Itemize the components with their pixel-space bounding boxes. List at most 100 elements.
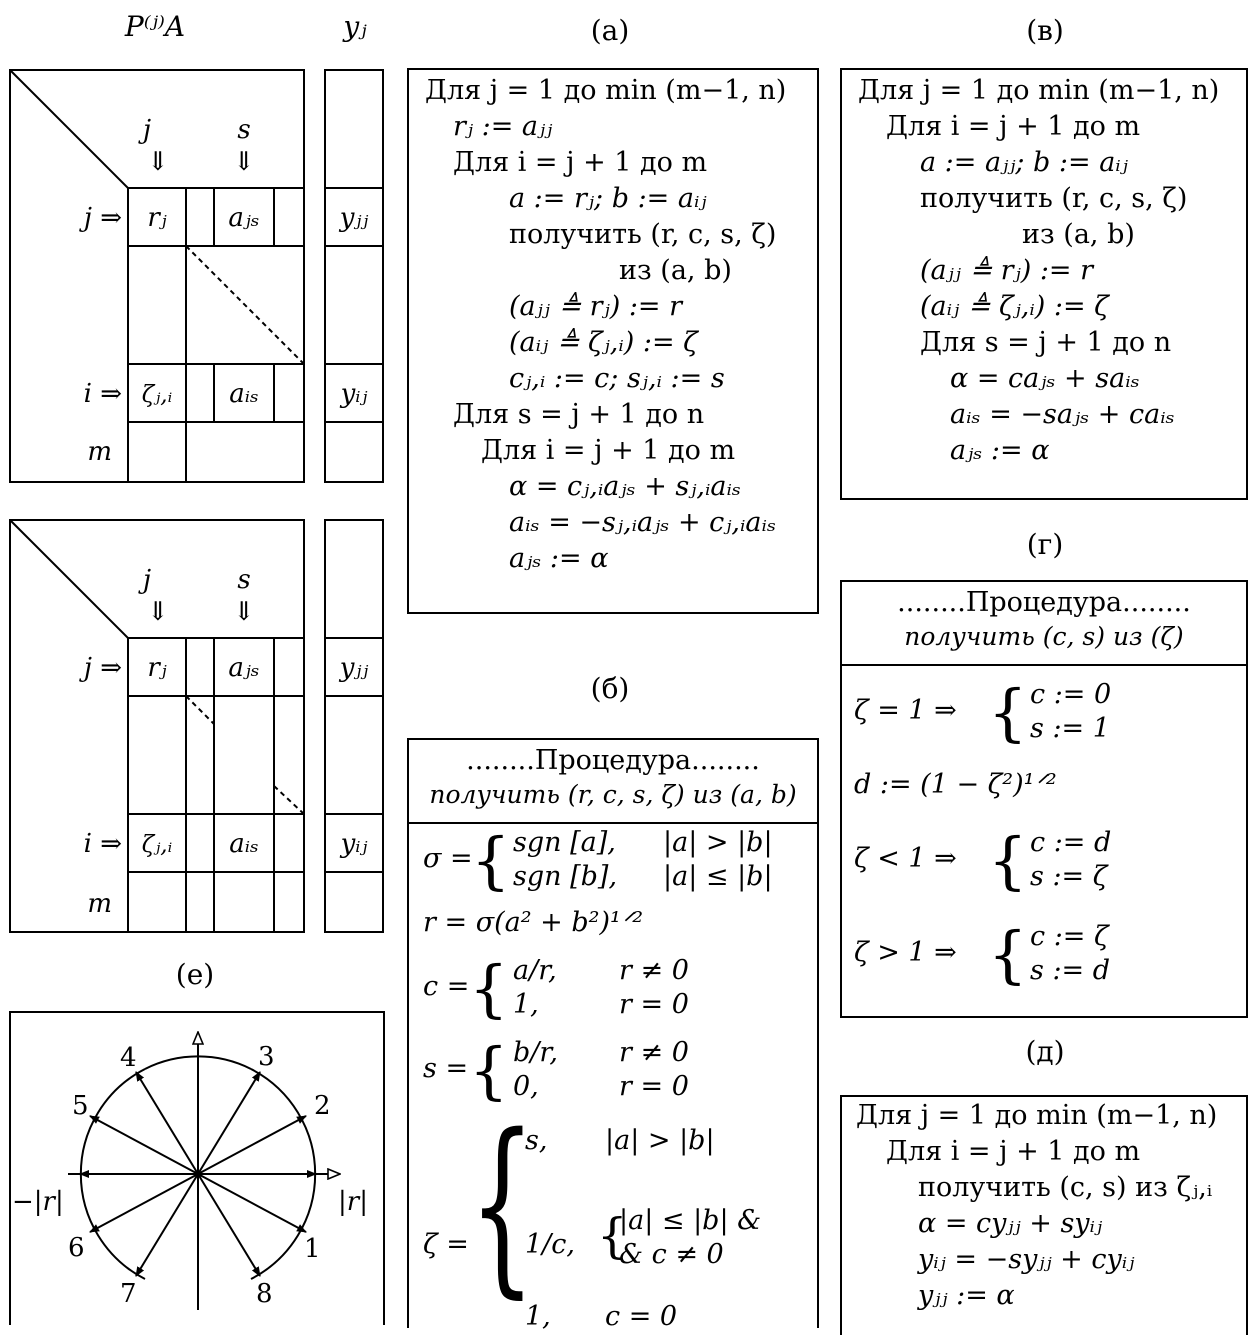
case3-b: s := d [1030, 955, 1111, 986]
zeta-cond-1: |a| > |b| [605, 1125, 715, 1156]
c-lhs: c = [423, 971, 470, 1002]
algo-line: Для s = j + 1 до n [920, 327, 1172, 358]
vector-a-frame [324, 69, 384, 483]
row-i-label: i ⇒ [84, 379, 122, 409]
label-7: 7 [120, 1279, 137, 1309]
label-4: 4 [120, 1043, 137, 1073]
algo-line: α = caⱼₛ + saᵢₛ [950, 363, 1140, 394]
algo-line: a := rⱼ; b := aᵢⱼ [509, 183, 707, 214]
matrix-b-frame [9, 519, 305, 933]
row-j-label: j ⇒ [79, 203, 122, 233]
matrix-column-heading: P⁽ʲ⁾A [124, 10, 186, 43]
algo-line: Для j = 1 до min (m−1, n) [856, 1100, 1218, 1131]
label-neg-r: −|r| [12, 1187, 64, 1217]
cell-y-ij: yᵢⱼ [340, 379, 368, 409]
case1-a: c := 0 [1030, 679, 1112, 710]
case1-b: s := 1 [1030, 713, 1110, 744]
col-j-arrow: ⇓ [147, 597, 169, 627]
cell-y-jj: yⱼⱼ [339, 203, 369, 233]
algo-line: из (a, b) [619, 255, 732, 286]
algo-line: yᵢⱼ = −syⱼⱼ + cyᵢⱼ [918, 1244, 1135, 1275]
algo-line: cⱼ,ᵢ := c; sⱼ,ᵢ := s [509, 363, 725, 394]
c-cond-2: r = 0 [619, 989, 689, 1020]
algo-line: (aⱼⱼ ≜ rⱼ) := r [920, 255, 1094, 286]
procedure-b-box: ........Процедура........ получить (r, c… [407, 738, 819, 1332]
c-case-1: a/r, [513, 955, 557, 986]
algo-line: получить (r, c, s, ζ) [509, 219, 777, 250]
case1-lhs: ζ = 1 ⇒ [854, 695, 957, 726]
vector-column-heading: yⱼ [343, 10, 367, 43]
algo-line: a := aⱼⱼ; b := aᵢⱼ [920, 147, 1128, 178]
matrix-diagrams: j ⇓ s ⇓ j ⇒ rⱼ aⱼₛ yⱼⱼ i ⇒ ζⱼ,ᵢ aᵢₛ yᵢⱼ … [9, 69, 384, 933]
cell-r-j: rⱼ [147, 653, 166, 683]
algo-line: из (a, b) [1022, 219, 1135, 250]
s-cond-1: r ≠ 0 [619, 1037, 689, 1068]
col-j-label: j [138, 115, 151, 145]
algo-line: получить (c, s) из ζⱼ,ᵢ [918, 1172, 1213, 1203]
arc-top [144, 1055, 252, 1070]
s-case-2: 0, [513, 1071, 539, 1102]
procedure-b-subtitle: получить (r, c, s, ζ) из (a, b) [429, 780, 797, 809]
zeta-cond-2b: & c ≠ 0 [619, 1239, 724, 1270]
cell-a-is: aᵢₛ [229, 379, 259, 409]
c-cond-1: r ≠ 0 [619, 955, 689, 986]
zeta-brace: { [469, 1094, 536, 1315]
col-s-arrow: ⇓ [233, 147, 255, 177]
algo-line: aⱼₛ := α [950, 435, 1050, 466]
case2-lhs: ζ < 1 ⇒ [854, 843, 957, 874]
algorithm-a-box: Для j = 1 до min (m−1, n) rⱼ := aⱼⱼ Для … [407, 68, 819, 614]
caption-b: (б) [590, 672, 630, 705]
cell-zeta-ji: ζⱼ,ᵢ [142, 382, 172, 408]
zeta-inner-brace: { [597, 1208, 628, 1264]
ray-6 [89, 1173, 199, 1233]
ray-1 [197, 1173, 307, 1233]
ray-8 [197, 1173, 261, 1277]
caption-e: (е) [175, 958, 215, 991]
case3-a: c := ζ [1030, 921, 1109, 952]
case2-brace: { [988, 824, 1028, 897]
label-3: 3 [258, 1042, 275, 1072]
case1-brace: { [988, 676, 1028, 749]
algo-line: α = cyⱼⱼ + syᵢⱼ [918, 1208, 1103, 1239]
zeta-cond-2a: |a| ≤ |b| & [619, 1205, 762, 1236]
cell-a-is: aᵢₛ [229, 829, 259, 859]
caption-g: (г) [1026, 528, 1064, 561]
s-lhs: s = [423, 1053, 469, 1084]
algo-line: Для j = 1 до min (m−1, n) [858, 75, 1220, 106]
procedure-b-header: ........Процедура........ получить (r, c… [409, 740, 817, 824]
row-m-label: m [87, 437, 112, 467]
sigma-cond-1: |a| > |b| [663, 827, 773, 858]
row-i-label: i ⇒ [84, 829, 122, 859]
caption-a: (а) [590, 14, 630, 47]
zeta-lhs: ζ = [423, 1229, 469, 1260]
d-formula: d := (1 − ζ²)¹ᐟ² [854, 769, 1057, 800]
algo-line: yⱼⱼ := α [918, 1280, 1015, 1311]
algo-line: Для i = j + 1 до m [481, 435, 736, 466]
algorithm-d-box: Для j = 1 до min (m−1, n) Для i = j + 1 … [840, 1095, 1248, 1335]
algo-line: α = cⱼ,ᵢaⱼₛ + sⱼ,ᵢaᵢₛ [509, 471, 742, 502]
label-8: 8 [256, 1279, 273, 1309]
ray-2 [197, 1115, 307, 1175]
algo-line: Для i = j + 1 до m [886, 1136, 1141, 1167]
cell-y-ij: yᵢⱼ [340, 829, 368, 859]
cell-a-js: aⱼₛ [228, 653, 259, 683]
r-formula: r = σ(a² + b²)¹ᐟ² [423, 907, 644, 938]
sigma-case-1: sgn [a], [513, 827, 616, 858]
col-s-label: s [237, 115, 250, 145]
algo-line: получить (r, c, s, ζ) [920, 183, 1188, 214]
algo-line: Для j = 1 до min (m−1, n) [425, 75, 787, 106]
vector-b-frame [324, 519, 384, 933]
zeta-case-1: s, [525, 1125, 548, 1156]
algo-line: aᵢₛ = −saⱼₛ + caᵢₛ [950, 399, 1175, 430]
label-1: 1 [304, 1234, 321, 1264]
row-m-label: m [87, 889, 112, 919]
ray-5 [89, 1115, 199, 1175]
cell-zeta-ji: ζⱼ,ᵢ [142, 832, 172, 858]
algo-line: (aⱼⱼ ≜ rⱼ) := r [509, 291, 683, 322]
algorithm-v-box: Для j = 1 до min (m−1, n) Для i = j + 1 … [840, 68, 1248, 500]
procedure-g-title: ........Процедура........ [897, 587, 1191, 618]
label-2: 2 [314, 1091, 331, 1121]
case2-b: s := ζ [1030, 861, 1108, 892]
case2-a: c := d [1030, 827, 1112, 858]
zeta-case-2: 1/c, [525, 1229, 575, 1260]
